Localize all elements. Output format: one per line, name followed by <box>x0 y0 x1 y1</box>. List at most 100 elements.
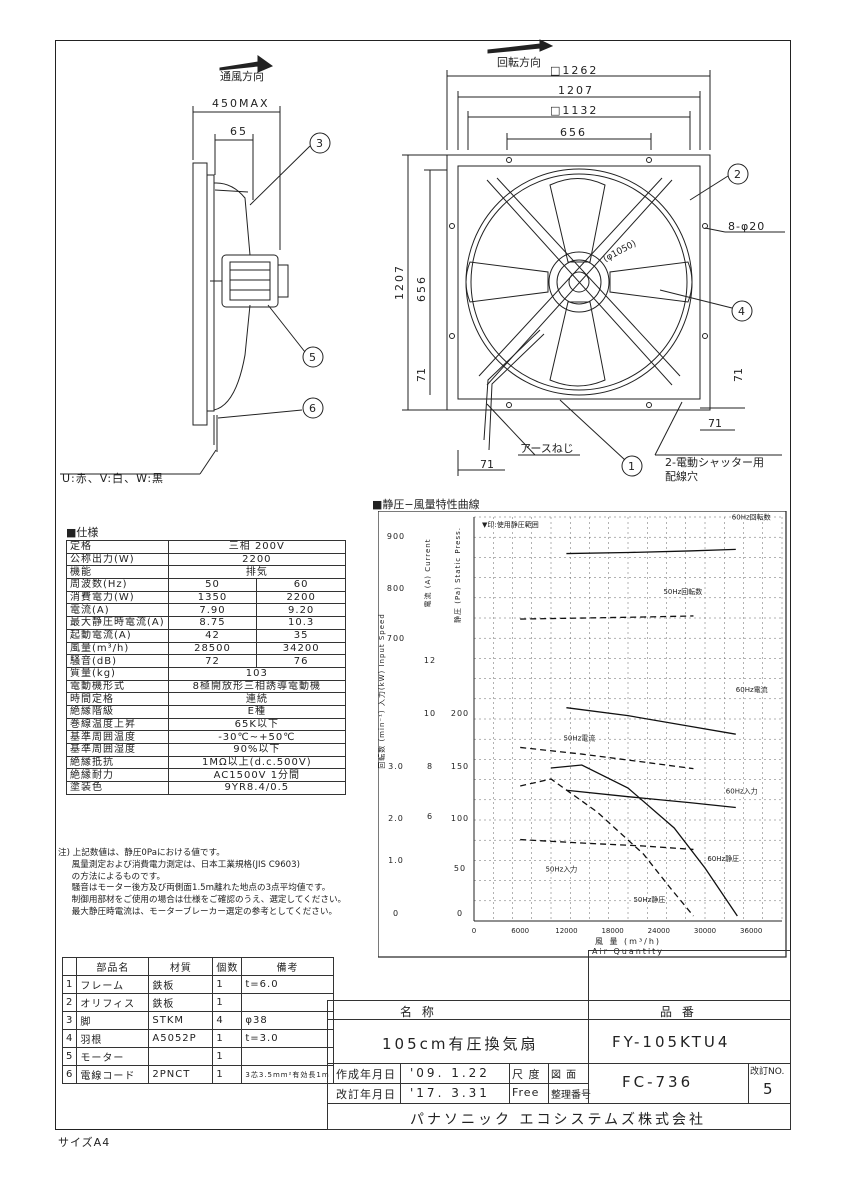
parts-cell: 4 <box>212 1011 243 1030</box>
size-label: サイズA4 <box>58 1136 111 1149</box>
spec-value: 1MΩ以上(d.c.500V) <box>167 755 347 770</box>
spec-value-60hz: 2200 <box>256 590 346 605</box>
spec-label: 質量(kg) <box>66 666 169 681</box>
series-label: 50Hz電流 <box>563 734 595 743</box>
spec-label: 定格 <box>66 540 169 554</box>
callout-2: 2 <box>734 168 741 181</box>
spec-value: 2200 <box>167 552 347 567</box>
chart-title: ■静圧−風量特性曲線 <box>372 498 480 511</box>
parts-cell: 鉄板 <box>148 975 214 994</box>
product-header: 品 番 <box>660 1005 697 1019</box>
series-label: 60Hz静圧 <box>707 854 739 863</box>
callout-1: 1 <box>628 460 635 473</box>
dim-dia1050: (φ1050) <box>602 239 638 265</box>
dim-v71a: 71 <box>415 368 428 382</box>
series-label: 50Hz回転数 <box>663 587 702 596</box>
parts-cell <box>241 993 334 1012</box>
series-line <box>550 764 738 917</box>
parts-cell: 脚 <box>76 1011 150 1030</box>
y-tick-label: 900 <box>387 532 405 541</box>
rotation-arrow-icon <box>487 39 554 54</box>
spec-row: 時間定格連続 <box>66 692 347 706</box>
spec-label: 巻線温度上昇 <box>66 717 169 732</box>
spec-value-60hz: 9.20 <box>256 603 346 618</box>
parts-cell: φ38 <box>241 1011 334 1030</box>
spec-value: 1350 <box>167 590 258 605</box>
spec-label: 起動電流(A) <box>66 628 169 643</box>
parts-cell: 鉄板 <box>148 993 214 1012</box>
y-tick-label: 100 <box>451 814 469 823</box>
spec-title: ■仕様 <box>66 526 99 539</box>
spec-label: 絶縁階級 <box>66 704 169 719</box>
scale-value: Free <box>512 1086 540 1099</box>
spec-label: 電流(A) <box>66 603 169 618</box>
parts-cell: 3 <box>61 1011 78 1030</box>
parts-cell: 2 <box>61 993 78 1012</box>
spec-value: -30℃~+50℃ <box>167 730 347 744</box>
series-line <box>566 707 736 735</box>
series-line <box>520 746 694 770</box>
spec-label: 消費電力(W) <box>66 590 169 605</box>
y-tick-label: 3.0 <box>388 762 404 771</box>
spec-value: 50 <box>167 578 258 592</box>
spec-value: 連続 <box>167 692 347 706</box>
spec-value: 三相 200V <box>167 540 347 554</box>
dim-71d: 71 <box>480 458 494 471</box>
series-label: 50Hz入力 <box>545 864 577 873</box>
y-tick-label: 1.0 <box>388 856 404 865</box>
parts-cell: 1 <box>212 1029 243 1048</box>
spec-value-60hz: 10.3 <box>256 616 346 630</box>
dim-71c: 71 <box>708 417 722 430</box>
dim-450max: 450MAX <box>212 97 270 110</box>
series-label: 60Hz電流 <box>736 685 768 694</box>
spec-value: 排気 <box>167 565 347 580</box>
created-date: '09. 1.22 <box>410 1066 490 1080</box>
spec-value: 8.75 <box>167 616 258 630</box>
series-line <box>520 838 694 851</box>
axis-label-input: 回転数 (min⁻¹) 入力(kW) Input Speed <box>378 613 386 769</box>
spec-value-60hz: 34200 <box>256 641 346 656</box>
spec-label: 公称出力(W) <box>66 552 169 567</box>
dim-sq1132: □1132 <box>550 104 598 117</box>
spec-label: 機能 <box>66 565 169 580</box>
series-line <box>520 615 694 620</box>
series-line <box>566 548 736 555</box>
chart-border <box>378 511 787 958</box>
spec-label: 塗装色 <box>66 781 169 795</box>
spec-value: 90%以下 <box>167 743 347 757</box>
spec-row: 定格三相 200V <box>66 540 347 554</box>
axis-label-current: 電流 (A) Current <box>423 539 432 608</box>
y-tick-label: 50 <box>454 864 466 873</box>
parts-header: 材質 <box>148 957 214 976</box>
x-tick-label: 18000 <box>601 927 623 935</box>
parts-cell: フレーム <box>76 975 150 994</box>
x-tick-label: 30000 <box>694 927 716 935</box>
spec-value: 103 <box>167 666 347 681</box>
y-tick-label: 200 <box>451 709 469 718</box>
dim-v656: 656 <box>415 275 428 302</box>
parts-cell: 1 <box>212 1047 243 1066</box>
spec-label: 絶縁耐力 <box>66 768 169 783</box>
revised-label: 改訂年月日 <box>336 1088 396 1101</box>
ref-label: 整理番号 <box>551 1090 591 1101</box>
y-tick-label: 0 <box>393 909 399 918</box>
parts-cell <box>148 1047 214 1066</box>
x-tick-label: 12000 <box>555 927 577 935</box>
earth-screw-label: アースねじ <box>520 442 574 455</box>
drawing-label: 図 面 <box>551 1070 578 1081</box>
parts-header: 備考 <box>241 957 334 976</box>
parts-cell: オリフィス <box>76 993 150 1012</box>
dim-hole: 8-φ20 <box>728 220 765 233</box>
